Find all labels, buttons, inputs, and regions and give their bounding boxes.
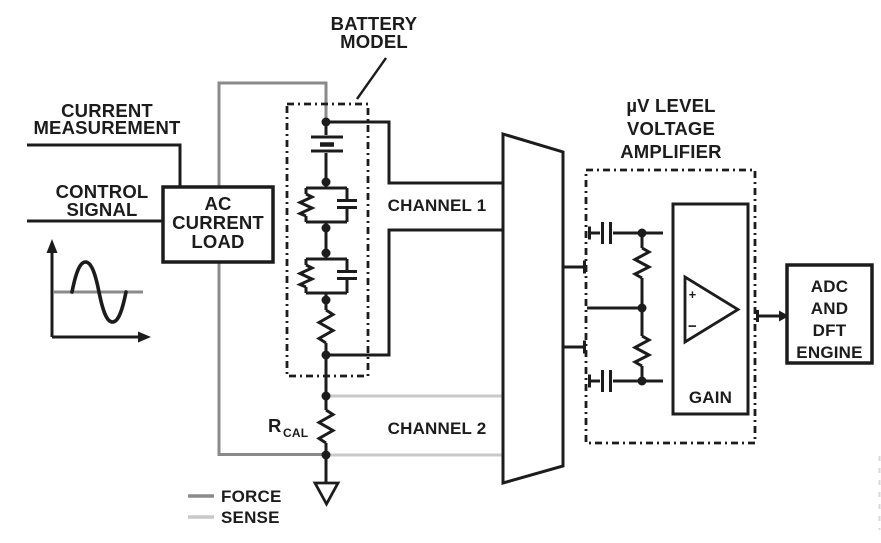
node-dot <box>321 450 331 460</box>
node-dot <box>637 303 647 313</box>
opamp-icon <box>683 274 741 345</box>
legend <box>188 494 214 519</box>
arrowhead-icon <box>779 310 789 322</box>
bias-resistor-bottom-zigzag <box>631 334 653 368</box>
channel1-wire-top <box>326 120 503 185</box>
control-signal-label: CONTROL <box>56 181 149 202</box>
rc-network-2 <box>296 228 357 300</box>
legend-force-label: FORCE <box>221 487 282 506</box>
node-dot <box>637 228 647 238</box>
adc-dft-label: DFT <box>813 321 847 340</box>
series-resistor <box>315 300 337 396</box>
junction-dots <box>321 117 647 460</box>
battery-model-label: MODEL <box>340 31 408 52</box>
rc-network-1 <box>296 182 357 228</box>
mux-shape <box>501 131 565 485</box>
rc1-resistor <box>296 192 316 218</box>
rc1-frame <box>304 182 349 228</box>
node-dot <box>321 117 331 127</box>
current-measurement-label: CURRENT <box>61 100 153 121</box>
sine-curve <box>70 260 128 324</box>
voltage-amplifier-label: AMPLIFIER <box>620 141 722 162</box>
sense-wires <box>326 394 503 457</box>
battery-model-callout-line <box>356 57 387 100</box>
node-dot <box>321 391 331 401</box>
channel2-label: CHANNEL 2 <box>388 419 487 438</box>
control-signal-label: SIGNAL <box>66 199 137 220</box>
sine-y-arrowhead-icon <box>46 239 58 253</box>
bias-resistor-top-zigzag <box>631 246 653 280</box>
current-measurement-label: MEASUREMENT <box>33 117 181 138</box>
adc-dft-label: AND <box>811 299 848 318</box>
rc2-frame <box>304 228 349 300</box>
node-dot <box>321 295 331 305</box>
node-dot <box>637 376 647 386</box>
signal-arrow <box>756 310 789 322</box>
node-dot <box>321 248 331 258</box>
sine-wave-icon <box>46 239 151 343</box>
voltage-amplifier-label: VOLTAGE <box>627 118 715 139</box>
force-wires <box>217 81 328 456</box>
legend-sense-label: SENSE <box>221 508 280 527</box>
battery-model-label: BATTERY <box>331 13 418 34</box>
force-wire-bottom <box>217 261 325 456</box>
ac-current-load-label: AC <box>204 193 231 214</box>
adc-dft-label: ENGINE <box>796 343 862 362</box>
rcal-symbol-label: R <box>268 415 282 436</box>
ac-current-load-label: LOAD <box>191 231 244 252</box>
amplifier-input-network <box>587 222 663 392</box>
node-dot <box>321 223 331 233</box>
voltage-amplifier-label: µV LEVEL <box>626 95 715 116</box>
channel1-wire-bottom <box>326 228 503 357</box>
sine-x-arrowhead-icon <box>138 331 151 343</box>
rcal-resistor <box>315 396 337 483</box>
rc2-resistor <box>296 263 316 289</box>
opamp-plus-label: + <box>689 287 697 302</box>
battery-icon <box>311 122 343 182</box>
current-measurement-wire <box>27 143 182 188</box>
channel1-label: CHANNEL 1 <box>388 196 487 215</box>
opamp-minus-label: − <box>688 318 697 335</box>
adc-dft-block <box>785 263 874 365</box>
ground-icon <box>312 481 341 507</box>
gain-label: GAIN <box>689 388 732 407</box>
ac-current-load-block <box>161 185 275 264</box>
rcal-zigzag <box>315 408 337 445</box>
ac-current-load-label: CURRENT <box>172 212 264 233</box>
node-dot <box>321 350 331 360</box>
adc-dft-label: ADC <box>811 277 848 296</box>
series-resistor-zigzag <box>315 308 337 345</box>
mux-output-stubs <box>563 260 586 354</box>
rcal-subscript-label: CAL <box>283 426 308 440</box>
force-wire-top <box>217 81 328 188</box>
node-dot <box>321 177 331 187</box>
